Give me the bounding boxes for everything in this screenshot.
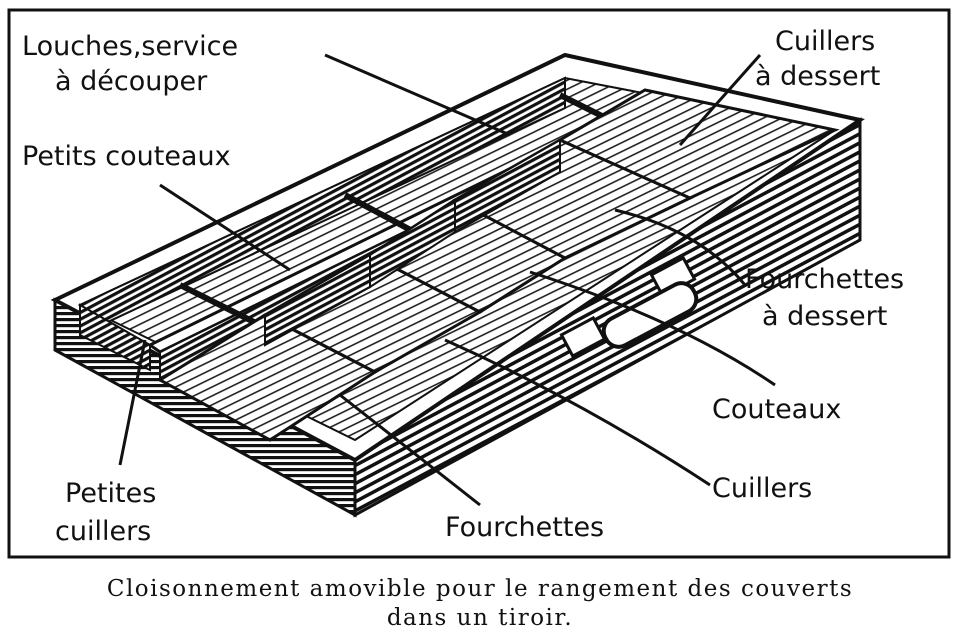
tray-left-wall <box>79 303 151 372</box>
compartment-cuillers-dessert <box>556 88 840 200</box>
label-louches-line2: à découper <box>55 66 208 97</box>
latch-handle <box>601 281 699 349</box>
label-petites-cuillers-line2: cuillers <box>55 516 151 547</box>
divider-back-2 <box>343 192 422 238</box>
leader-cuillers-dessert <box>678 54 762 146</box>
caption-line2: dans un tiroir. <box>386 605 574 631</box>
leader-fourchettes-dessert <box>614 208 747 286</box>
leader-louches <box>324 53 511 137</box>
label-fourchettes-dessert-line2: à dessert <box>762 301 887 332</box>
cutlery-tray <box>50 52 865 518</box>
leader-petits-couteaux <box>159 183 291 272</box>
leader-cuillers <box>444 338 711 487</box>
label-cuillers-dessert-line2: à dessert <box>755 61 880 92</box>
label-fourchettes: Fourchettes <box>445 512 604 543</box>
label-petits-couteaux: Petits couteaux <box>22 141 231 172</box>
leader-lines <box>118 53 776 507</box>
caption-line1: Cloisonnement amovible pour le rangement… <box>106 576 854 602</box>
label-cuillers: Cuillers <box>712 473 812 504</box>
label-petites-cuillers-line1: Petites <box>65 478 156 509</box>
label-fourchettes-dessert-line1: Fourchettes <box>745 264 904 295</box>
label-cuillers-dessert-line1: Cuillers <box>775 26 875 57</box>
leader-couteaux <box>529 270 776 387</box>
figure-frame <box>7 8 951 559</box>
leader-fourchettes <box>339 393 481 507</box>
figure-caption: Cloisonnement amovible pour le rangement… <box>0 575 960 633</box>
divider-back-1 <box>178 282 262 328</box>
wall-front-3 <box>454 138 561 234</box>
leader-petites-cuillers <box>118 339 147 466</box>
label-louches-line1: Louches,service <box>22 31 238 62</box>
latch-plate-left <box>559 315 607 359</box>
label-couteaux: Couteaux <box>712 394 841 425</box>
